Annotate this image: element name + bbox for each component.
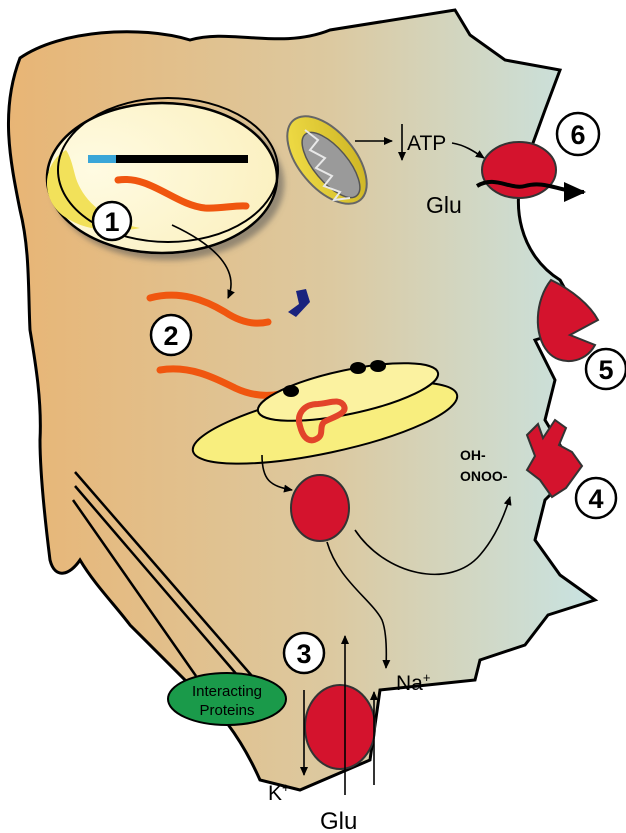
svg-text:1: 1 [104,207,119,237]
step-5-badge: 5 [586,349,626,389]
step-4-badge: 4 [576,478,616,518]
glu-top-label: Glu [426,192,462,218]
interacting-proteins: Interacting Proteins [168,673,286,725]
na-label: Na+ [396,670,430,695]
svg-text:6: 6 [570,120,585,150]
atp-label: ATP [407,132,446,155]
step-1-badge: 1 [93,202,131,240]
svg-text:2: 2 [163,321,178,351]
interacting-line2: Proteins [199,702,254,719]
glu-bottom-label: Glu [320,808,357,833]
step-6-badge: 6 [557,113,599,155]
oh-label: OH- [460,447,486,463]
k-label: K+ [268,780,290,805]
svg-text:5: 5 [598,355,613,385]
svg-text:3: 3 [296,639,311,669]
cleaved-protein [538,280,598,361]
svg-text:4: 4 [588,484,603,514]
vesicle-protein [291,475,349,541]
onoo-label: ONOO- [460,468,508,484]
glutamate-transporter-3 [305,685,375,769]
step-3-badge: 3 [284,633,324,673]
step-2-badge: 2 [151,315,191,355]
interacting-line1: Interacting [192,683,262,700]
glutamate-transporter-6 [482,142,556,198]
